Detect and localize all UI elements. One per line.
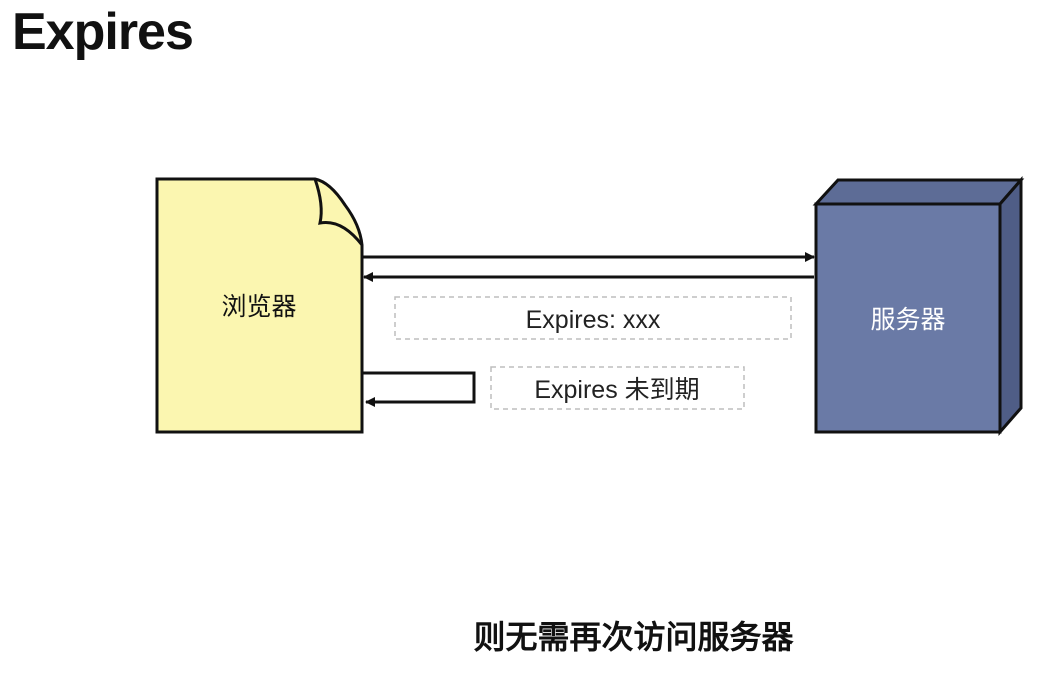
caption: 则无需再次访问服务器 bbox=[473, 618, 794, 656]
server-side-face bbox=[998, 176, 1023, 436]
browser-node: 浏览器 bbox=[155, 177, 364, 434]
cache-check-label: Expires 未到期 bbox=[534, 376, 699, 404]
server-label: 服务器 bbox=[870, 305, 945, 334]
cache-loop-arrow bbox=[362, 371, 476, 407]
server-front-face bbox=[814, 202, 1002, 434]
browser-label: 浏览器 bbox=[221, 292, 296, 321]
server-top-face bbox=[812, 178, 1025, 206]
response-header-label: Expires: xxx bbox=[526, 306, 661, 334]
response-header-box bbox=[394, 296, 792, 340]
server-node: 服务器 bbox=[812, 176, 1025, 436]
page-title: Expires bbox=[12, 3, 194, 61]
cache-check-box bbox=[490, 366, 745, 410]
browser-fold-corner bbox=[313, 178, 364, 246]
